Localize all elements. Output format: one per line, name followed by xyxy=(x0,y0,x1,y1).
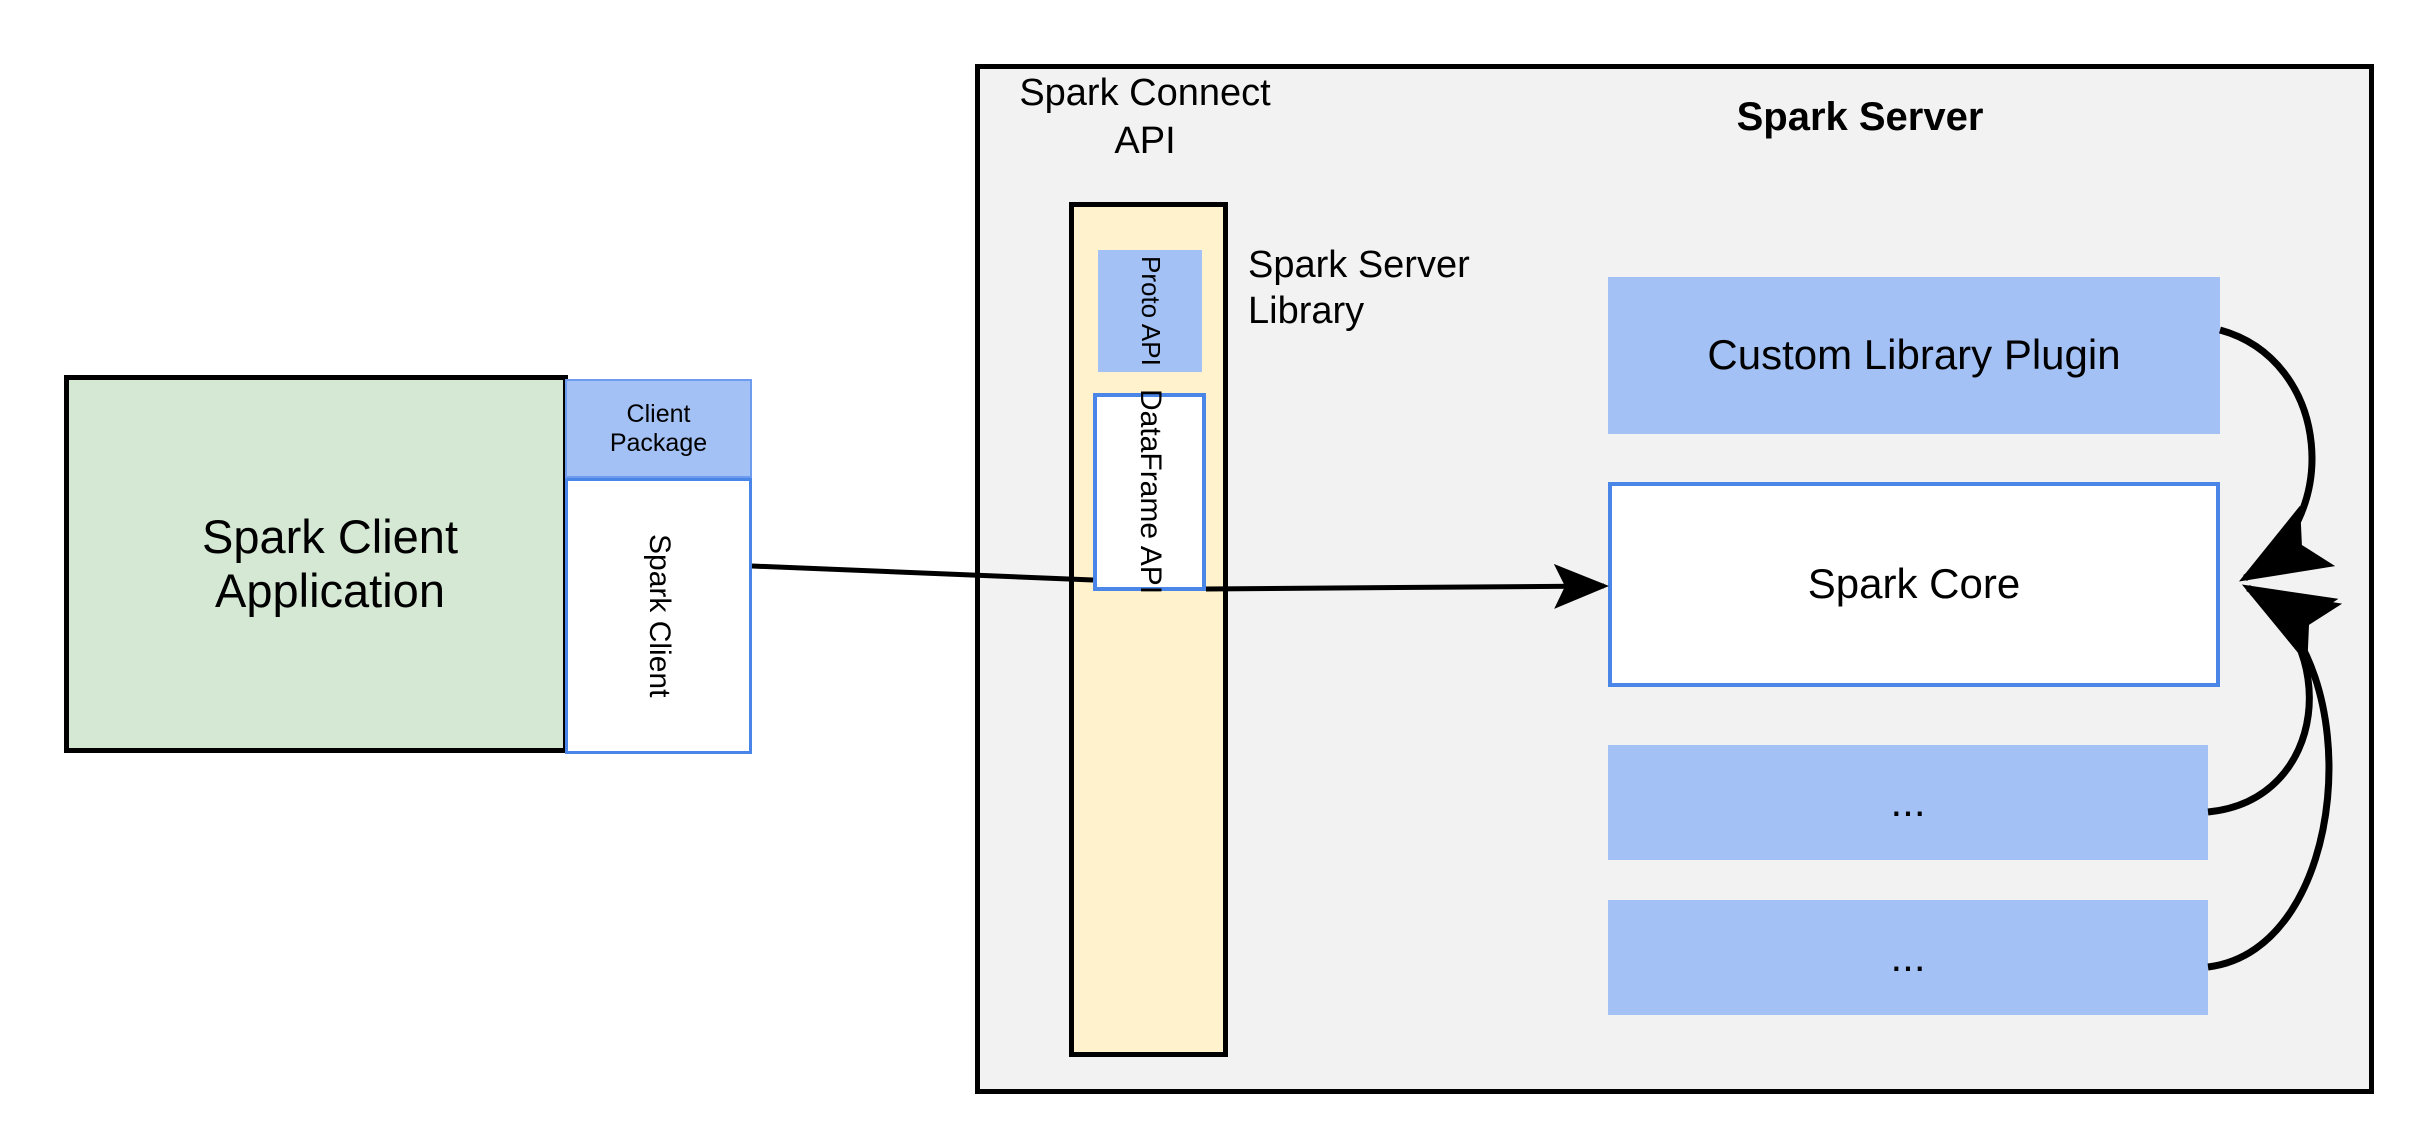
proto-api-label: Proto API xyxy=(1135,256,1166,366)
custom-library-plugin-box[interactable]: Custom Library Plugin xyxy=(1608,277,2220,434)
spark-client-box[interactable]: Spark Client xyxy=(565,478,752,754)
spark-connect-api-line2: API xyxy=(1114,119,1176,162)
dataframe-api-box[interactable]: DataFrame API xyxy=(1093,389,1206,595)
custom-library-plugin-label: Custom Library Plugin xyxy=(1707,331,2121,379)
spark-connect-api-line1: Spark Connect xyxy=(1019,72,1271,114)
spark-core-box[interactable]: Spark Core xyxy=(1608,482,2220,687)
proto-api-box[interactable]: Proto API xyxy=(1098,250,1202,372)
client-package-line1: Client xyxy=(626,399,691,428)
spark-client-label: Spark Client xyxy=(642,534,676,698)
dataframe-api-label: DataFrame API xyxy=(1133,389,1167,595)
spark-server-library-label: Spark Server Library xyxy=(1248,243,1568,334)
client-package-label: Client Package xyxy=(610,400,707,458)
spark-client-application-line2: Application xyxy=(215,564,445,617)
spark-server-title: Spark Server xyxy=(1736,95,1984,139)
spark-client-application-label: Spark Client Application xyxy=(202,510,458,618)
spark-client-application-line1: Spark Client xyxy=(202,509,458,563)
spark-connect-api-label: Spark Connect API xyxy=(1000,70,1290,165)
spark-server-library-line2: Library xyxy=(1248,289,1365,332)
ellipsis-box-2[interactable]: ... xyxy=(1608,900,2208,1015)
ellipsis-box-1-label: ... xyxy=(1890,778,1926,826)
client-package-box[interactable]: Client Package xyxy=(565,379,752,478)
ellipsis-box-1[interactable]: ... xyxy=(1608,745,2208,860)
spark-core-label: Spark Core xyxy=(1807,560,2021,608)
client-package-line2: Package xyxy=(609,428,708,457)
spark-client-application-box[interactable]: Spark Client Application xyxy=(64,375,568,753)
spark-server-library-line1: Spark Server xyxy=(1248,244,1470,286)
ellipsis-box-2-label: ... xyxy=(1890,933,1926,981)
